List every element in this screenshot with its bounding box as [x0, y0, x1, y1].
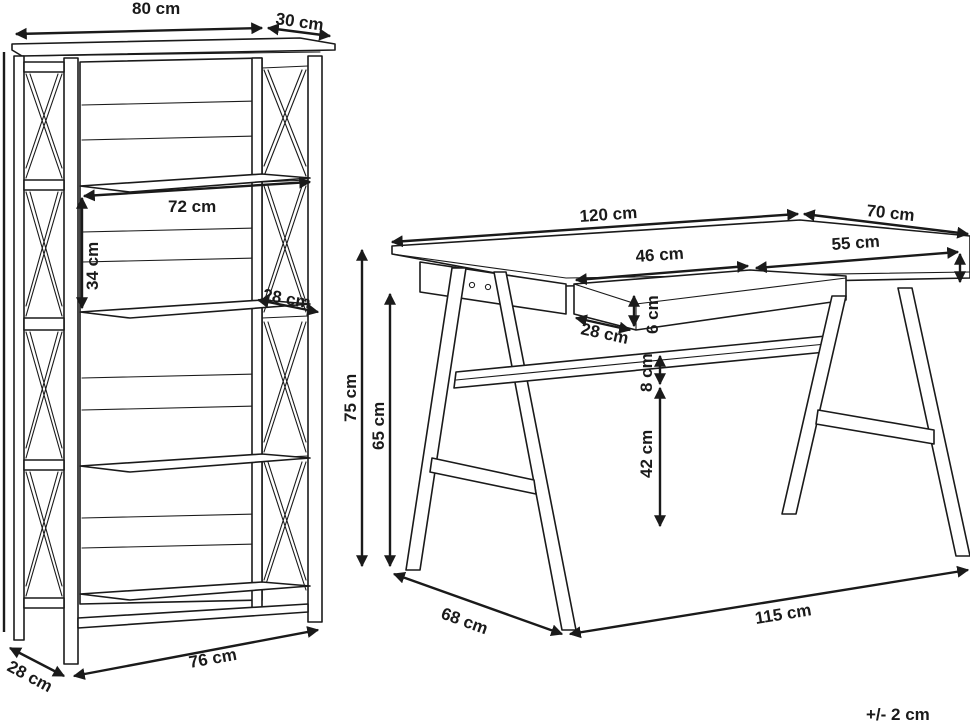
- bookcase-base-depth-label: 28 cm: [4, 657, 55, 696]
- desk-under-top-height-label: 65 cm: [369, 402, 388, 450]
- bookcase-top: [11, 37, 336, 57]
- bookcase-shelf-width-label: 72 cm: [168, 197, 216, 216]
- bookcase-shelf-height-label: 34 cm: [83, 242, 102, 290]
- desk-drawing: [391, 219, 970, 631]
- desk-leg-gap-label: 42 cm: [637, 430, 656, 478]
- bookcase-left-side: [13, 55, 79, 665]
- bookcase-drawing: [11, 37, 336, 665]
- desk-left-legs: [405, 267, 577, 631]
- tolerance-note: +/- 2 cm: [866, 705, 930, 724]
- back-panel-planks: [81, 100, 261, 549]
- bookcase-dimension-arrows: [2, 22, 332, 680]
- bookcase-width-label: 80 cm: [132, 0, 180, 18]
- desk-base-depth-label: 68 cm: [439, 604, 491, 638]
- bookcase-base-width-label: 76 cm: [187, 645, 238, 672]
- bookcase-right-side: [251, 55, 323, 623]
- desk-depth-label: 70 cm: [866, 201, 916, 225]
- desk-gap-label: 8 cm: [637, 353, 656, 392]
- desk-width-label: 120 cm: [579, 203, 638, 226]
- bookcase-shelf-depth-label: 28 cm: [261, 285, 312, 312]
- desk-total-height-label: 75 cm: [341, 374, 360, 422]
- desk-drawer-height-label: 6 cm: [643, 295, 662, 334]
- desk-dimension-arrows: [356, 208, 970, 639]
- desk-right-legs: [781, 287, 970, 557]
- desk-drawer-width-label: 46 cm: [635, 244, 684, 266]
- desk-base-width-label: 115 cm: [754, 600, 813, 628]
- desk-right-section-label: 55 cm: [831, 232, 880, 254]
